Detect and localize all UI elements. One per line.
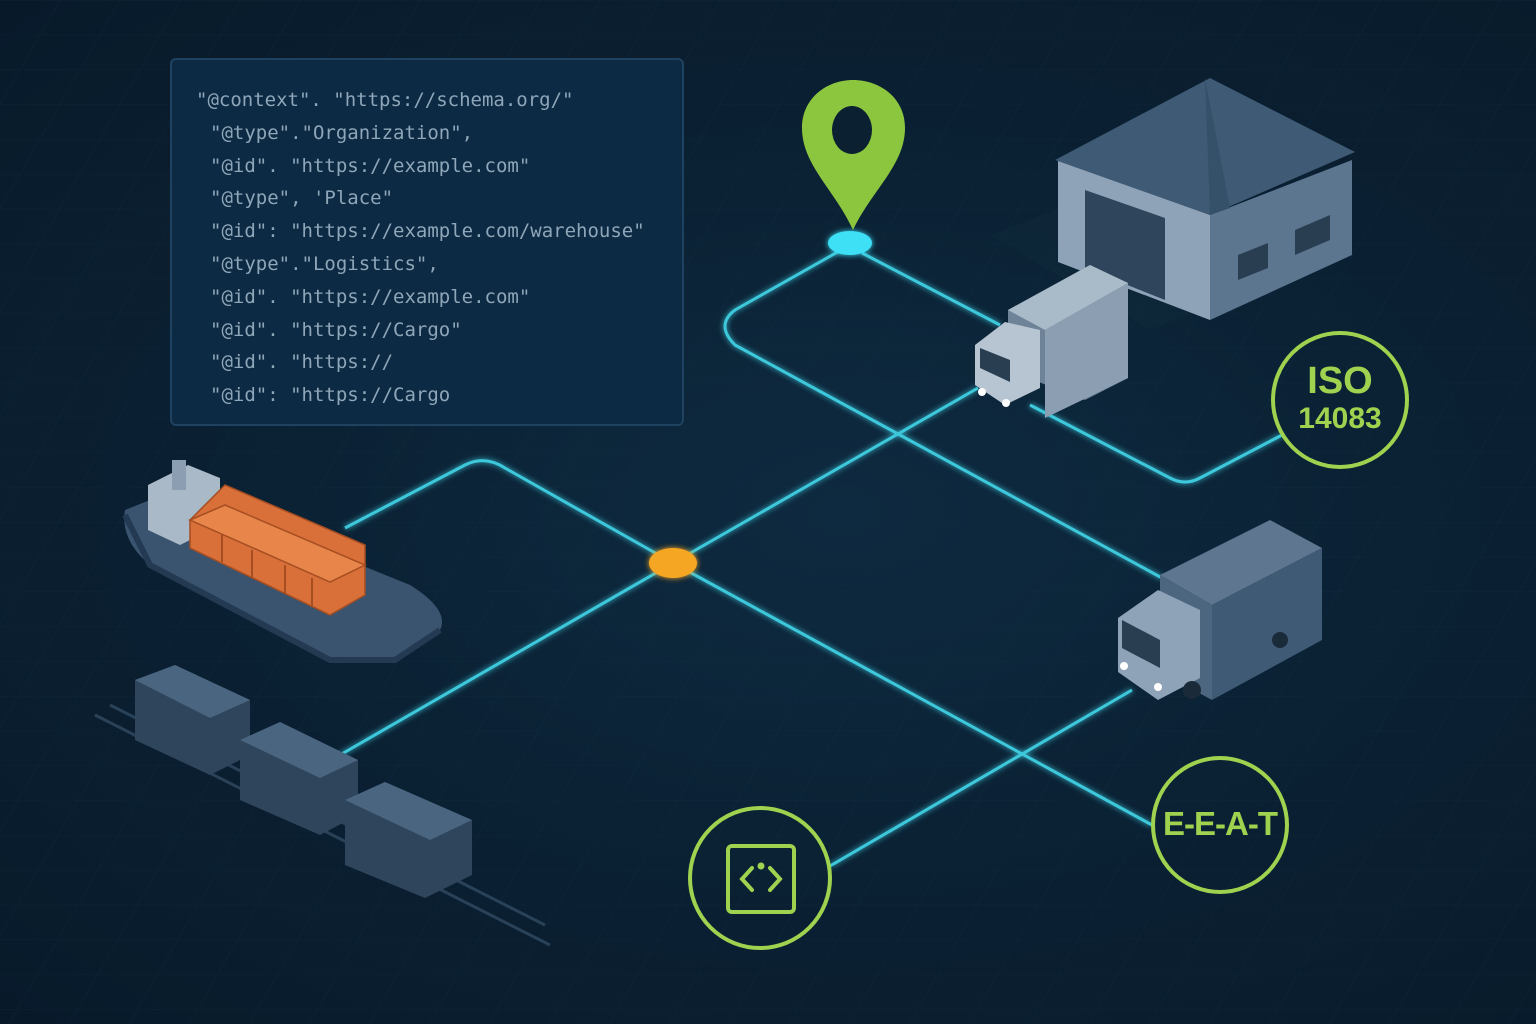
code-line: "@id". "https://example.com"	[210, 285, 531, 308]
line-pin-to-truck2	[723, 243, 1163, 580]
code-line: "@id". "https://Cargo"	[210, 318, 462, 341]
code-line: "@context". "https://schema.org/"	[196, 89, 574, 111]
line-hub-to-train	[339, 561, 674, 757]
line-hub-to-truck1	[672, 386, 979, 565]
code-line: "@type"."Logistics",	[210, 252, 439, 275]
line-hub-to-eeat	[672, 561, 1153, 827]
code-line: "@id": "https://Cargo	[210, 384, 451, 407]
line-ship-to-hub	[344, 459, 674, 565]
code-line: "@id". "https://example.com"	[210, 154, 531, 177]
location-pin-icon	[802, 80, 905, 255]
line-code-to-truck2	[829, 688, 1133, 868]
delivery-truck-small	[975, 265, 1128, 418]
code-line: "@id". "https://	[210, 351, 394, 374]
eeat-badge: E-E-A-T	[1163, 805, 1278, 842]
warehouse	[990, 78, 1355, 330]
iso-label: ISO	[1307, 360, 1373, 402]
code-line: "@type"."Organization",	[210, 121, 474, 144]
cargo-containers	[188, 484, 367, 616]
line-truck1-to-iso	[1029, 403, 1283, 484]
connection-lines	[339, 243, 1283, 868]
schema-code-panel: "@context". "https://schema.org/" "@type…	[170, 58, 684, 426]
hub-node	[649, 548, 697, 578]
eeat-badge-ring	[1151, 756, 1289, 894]
freight-train	[94, 665, 551, 947]
code-badge-ring	[688, 806, 832, 950]
line-pin-to-truck1	[861, 251, 1001, 327]
iso-number: 14083	[1298, 402, 1382, 435]
iso-badge-ring	[1271, 331, 1409, 469]
code-line: "@id": "https://example.com/warehouse"	[210, 220, 645, 243]
iso-badge: ISO 14083	[1273, 360, 1407, 436]
code-line: "@type", 'Place"	[210, 187, 394, 210]
code-brackets-icon	[726, 844, 796, 914]
cargo-ship	[122, 460, 443, 663]
delivery-truck-large	[1118, 520, 1322, 700]
